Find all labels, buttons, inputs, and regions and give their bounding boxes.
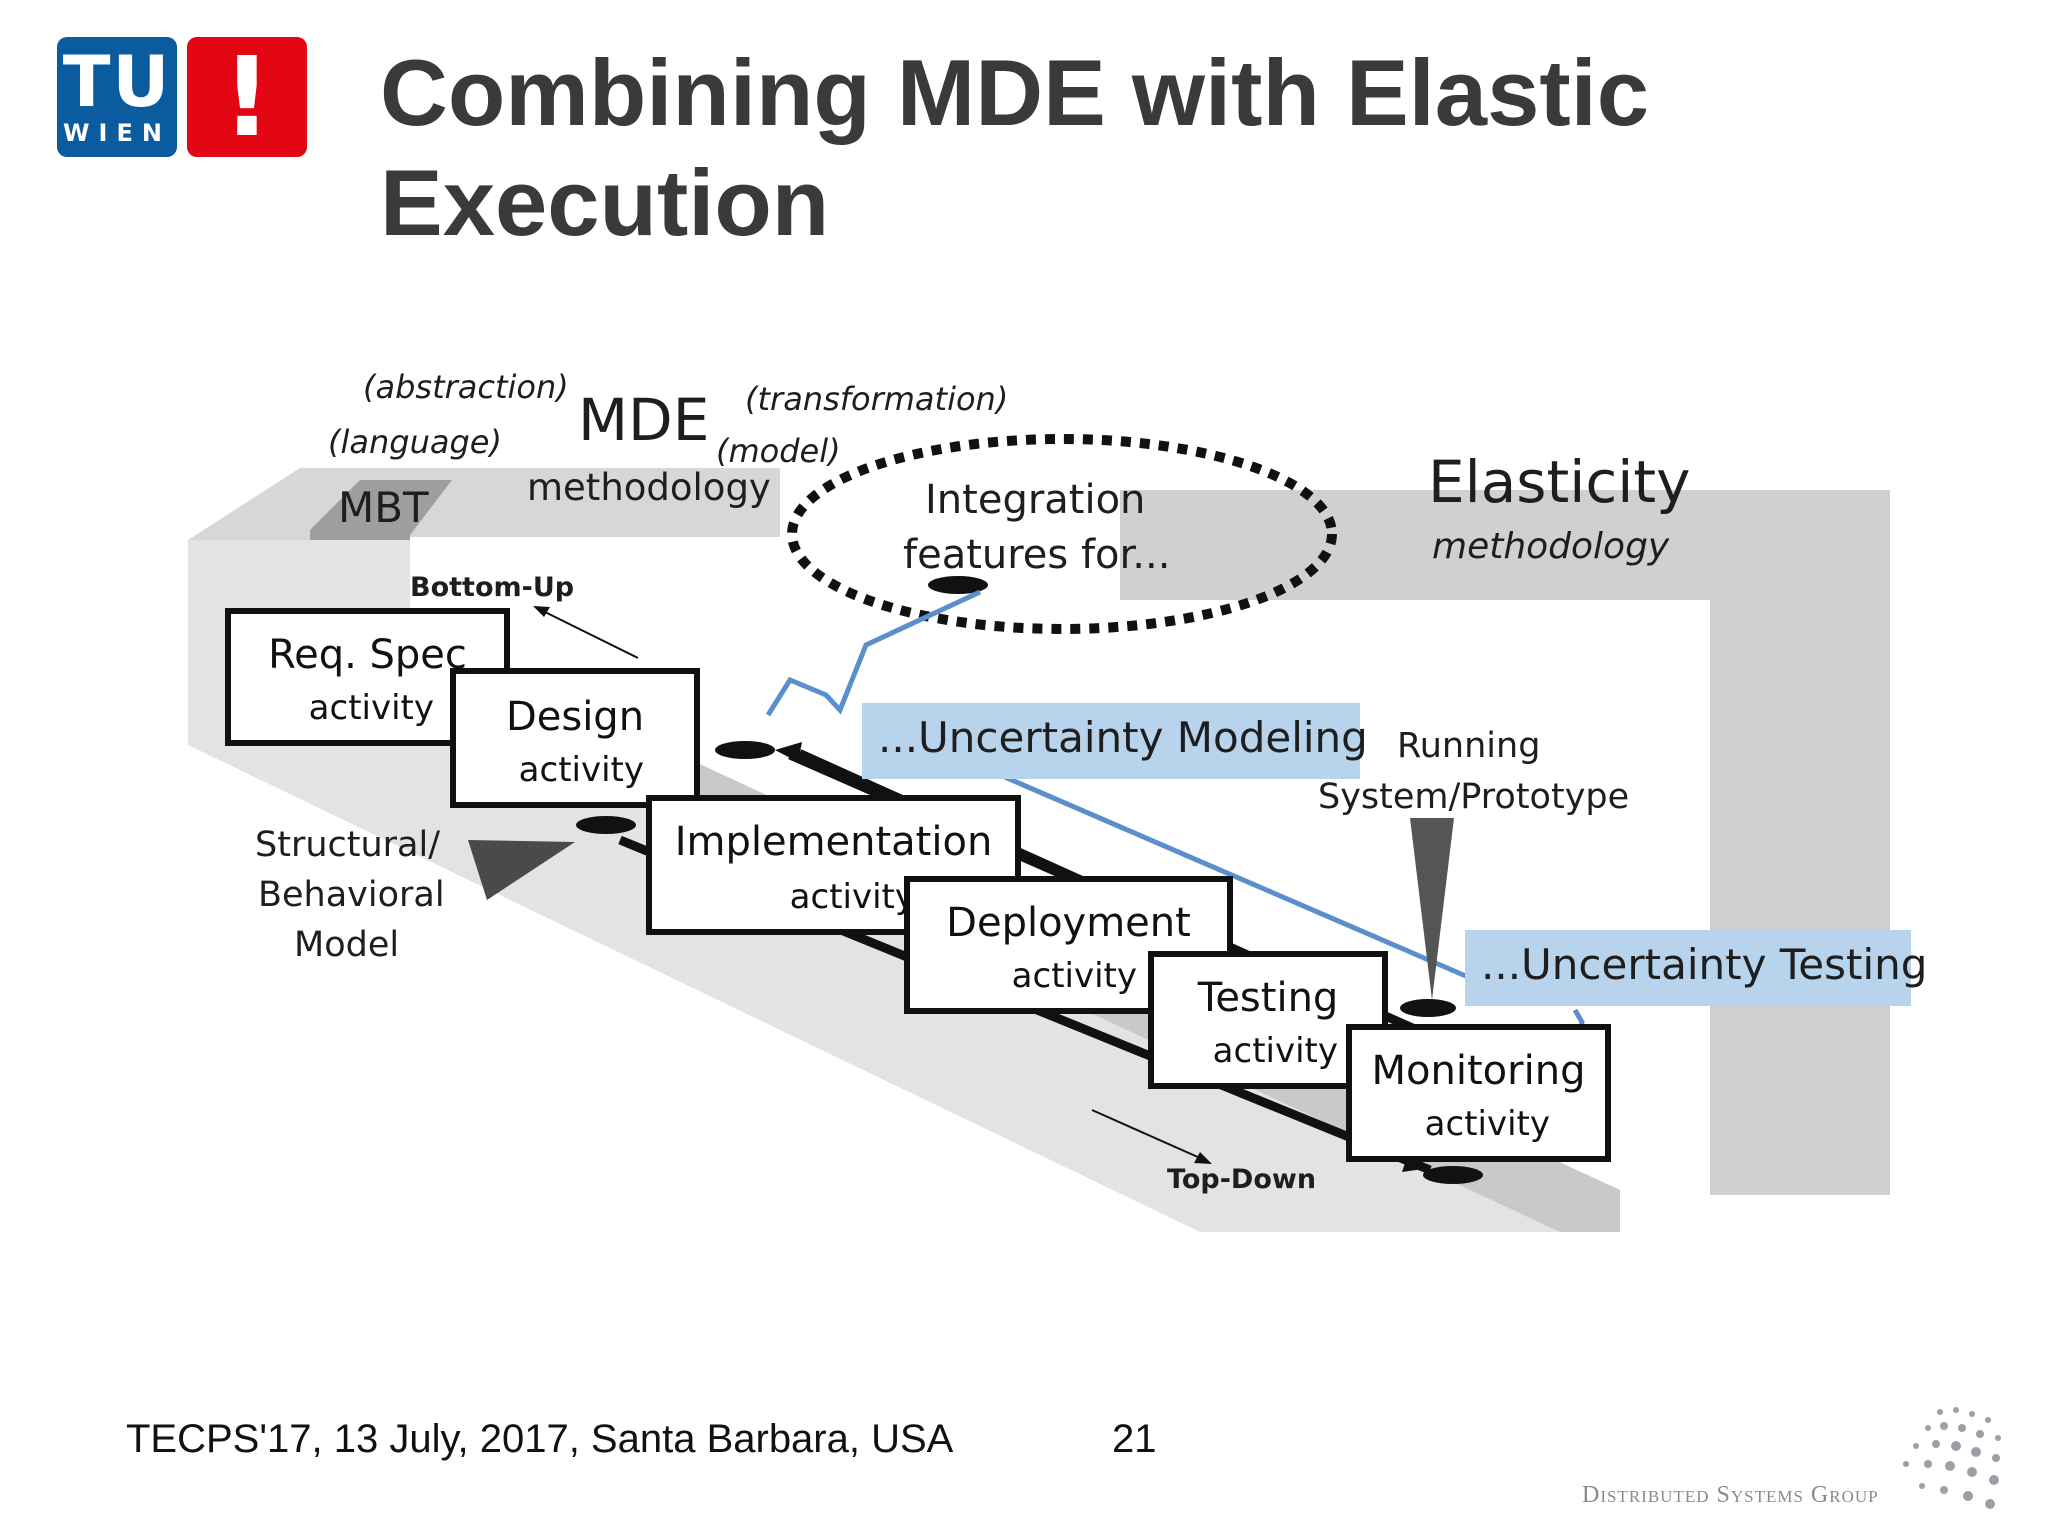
node-impl (576, 816, 636, 834)
activity-title: Deployment (946, 900, 1191, 946)
logo-tu-text: TU (62, 41, 172, 123)
rail-arrowhead-up (775, 742, 802, 762)
abstraction-label: (abstraction) (363, 368, 569, 406)
page-number: 21 (1112, 1417, 1157, 1461)
structural-label-line1: Structural/ (255, 825, 441, 865)
model-label: (model) (716, 432, 841, 470)
activity-sub: activity (789, 877, 915, 917)
activity-title: Implementation (674, 819, 993, 865)
activity-box-testing: Testing activity (1148, 951, 1388, 1089)
mbt-label: MBT (338, 483, 429, 532)
activity-sub: activity (308, 688, 434, 728)
node-integration (928, 576, 988, 594)
mde-label: MDE (578, 386, 710, 454)
tu-wien-logo-mark: ! (187, 33, 307, 161)
structural-label-line2: Behavioral (258, 875, 445, 915)
uncertainty-modeling-link (999, 772, 1476, 983)
slide-title-line2: Execution (380, 150, 830, 255)
running-system-label-line1: Running (1397, 726, 1541, 766)
running-system-label-line2: System/Prototype (1318, 777, 1630, 817)
activity-title: Testing (1197, 975, 1339, 1021)
running-system-spike (1410, 818, 1454, 1000)
top-down-arrow (1091, 1109, 1201, 1159)
logo-exclamation: ! (221, 33, 273, 161)
activity-sub: activity (1424, 1104, 1550, 1144)
activity-sub: activity (1212, 1031, 1338, 1071)
elasticity-label: Elasticity (1428, 448, 1691, 516)
slide-title: Combining MDE with Elastic Execution (380, 38, 1880, 258)
activity-box-design: Design activity (450, 668, 700, 808)
activity-box-monitoring: Monitoring activity (1346, 1024, 1611, 1162)
slide-title-line1: Combining MDE with Elastic (380, 40, 1650, 145)
distributed-systems-group-label: Distributed Systems Group (1582, 1482, 1879, 1508)
bottom-up-arrow (544, 611, 639, 659)
activity-sub: activity (1011, 956, 1137, 996)
transformation-label: (transformation) (745, 380, 1009, 418)
language-label: (language) (328, 423, 502, 461)
structural-model-triangle (468, 840, 575, 900)
uncertainty-modeling-box: ...Uncertainty Modeling (862, 703, 1368, 779)
bottom-up-arrowhead (533, 606, 550, 617)
activity-title: Design (505, 694, 645, 740)
dsg-dots-logo-icon (1903, 1407, 2001, 1509)
integration-label-line1: Integration (925, 477, 1146, 523)
activity-title: Monitoring (1371, 1048, 1586, 1094)
mde-methodology-label: methodology (527, 466, 771, 509)
footer-event: TECPS'17, 13 July, 2017, Santa Barbara, … (126, 1417, 954, 1461)
elasticity-frame-right (1710, 490, 1890, 1195)
activity-sub: activity (518, 750, 644, 790)
top-down-label: Top-Down (1167, 1164, 1317, 1195)
tu-wien-logo: TU WIEN (57, 37, 177, 157)
uncertainty-testing-box: ...Uncertainty Testing (1465, 930, 1927, 1006)
bottom-up-label: Bottom-Up (410, 572, 575, 603)
node-monitoring (1423, 1166, 1483, 1184)
activity-title: Req. Spec (268, 632, 467, 678)
integration-ellipse (787, 434, 1337, 634)
integration-label-line2: features for... (903, 532, 1171, 578)
structural-label-line3: Model (294, 925, 400, 965)
logo-wien-text: WIEN (63, 119, 171, 147)
node-testing (1400, 999, 1456, 1017)
node-design (715, 741, 775, 759)
top-down-arrowhead (1194, 1152, 1212, 1164)
uncertainty-modeling-connector (765, 589, 982, 717)
elasticity-methodology-label: methodology (1432, 526, 1670, 567)
